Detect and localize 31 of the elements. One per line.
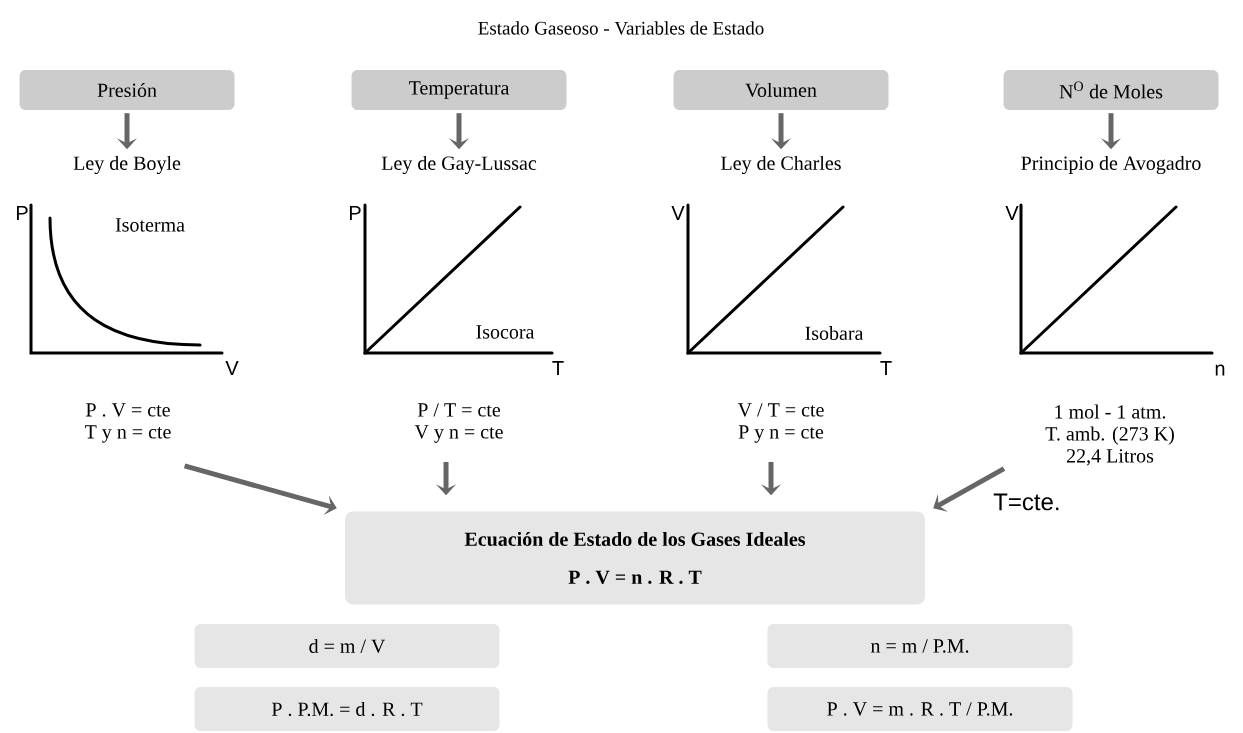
curve-label: Isoterma [115,218,185,232]
law-name: Ley de Boyle [73,155,181,175]
axis-label: T [880,361,892,375]
condition-text: P . V = cte T y n = cte [84,403,171,443]
condition-text: 1 mol - 1 atm. T. amb. (273 K) 22,4 Litros [1045,404,1174,466]
variable-box: Temperatura [351,70,567,110]
axis-label: V [225,361,239,375]
axis-label: P [350,206,361,220]
equation-box: Ecuación de Estado de los Gases Ideales P . V = n . R . T [345,511,925,605]
law-name: Ley de Gay-Lussac [381,155,537,175]
variable-box: Volumen [673,70,889,110]
axis-label: n [1215,364,1225,376]
curve-label: Isobara [805,325,864,341]
formula-box: P . V = m . R . T / P.M. [767,687,1073,731]
axis-label: P [17,206,28,220]
axis-label: V [1005,206,1019,220]
arrow [933,466,1006,512]
formula-box: d = m / V [194,624,500,668]
condition-text: V / T = cte P y n = cte [737,403,824,443]
condition-text: P / T = cte V y n = cte [414,403,503,443]
note-text: T=cte. [993,493,1059,511]
variable-box: Presión [19,70,235,110]
law-name: Principio de Avogadro [1021,155,1201,175]
law-name: Ley de Charles [721,155,841,175]
formula-box: P . P.M. = d . R . T [194,687,500,731]
variable-box: N$^{O}$ de Moles [1003,70,1219,110]
curve-label: Isocora [476,325,535,339]
title: Estado Gaseoso - Variables de Estado [478,21,764,35]
axis-label: V [671,206,685,220]
axis-label: T [552,361,564,375]
formula-box: n = m / P.M. [767,624,1073,668]
